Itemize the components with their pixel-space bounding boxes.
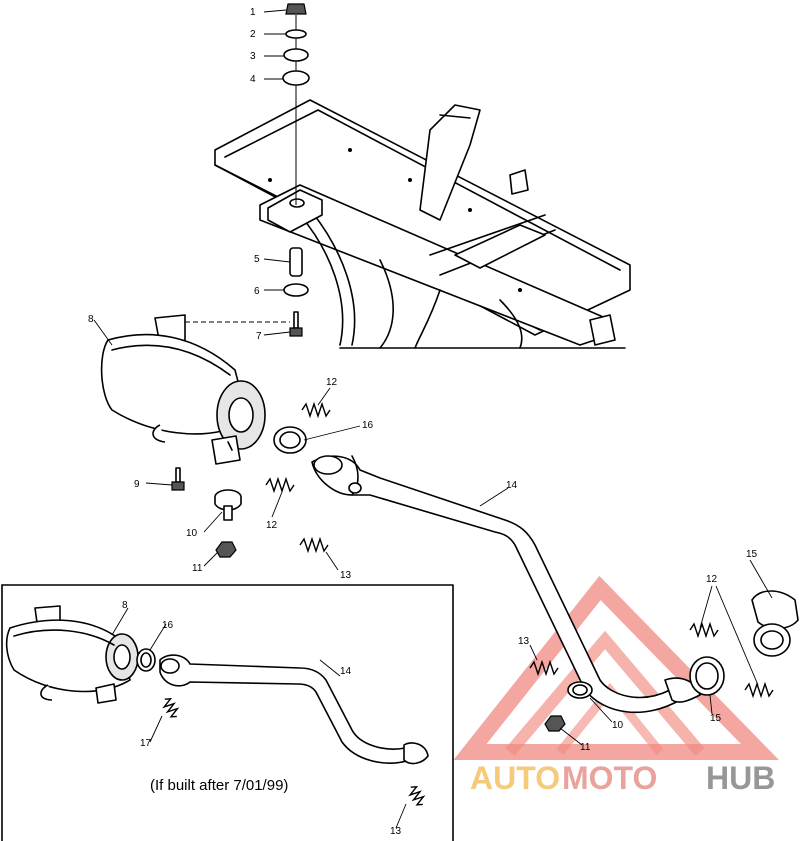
callout-11: 11 xyxy=(192,563,203,574)
callout-2: 2 xyxy=(250,29,256,40)
callout-1: 1 xyxy=(250,7,256,18)
gasket-16-inset xyxy=(136,648,156,672)
nut-11-right xyxy=(544,715,566,732)
atv-frame xyxy=(214,99,631,349)
callout-13a: 13 xyxy=(340,570,352,581)
head-pipe-main xyxy=(311,455,701,714)
callout-12c: 12 xyxy=(706,574,718,585)
callout-4: 4 xyxy=(250,74,256,85)
inset-box xyxy=(1,584,454,841)
callout-labels: 1 2 3 4 5 6 7 8 9 10 11 12 12 12 13 13 1… xyxy=(88,7,758,837)
muffler-inset xyxy=(5,605,139,704)
springs-main xyxy=(265,401,774,699)
clamp-15 xyxy=(689,590,799,696)
callout-13b: 13 xyxy=(518,636,530,647)
inset-callout-14: 14 xyxy=(340,666,352,677)
callout-15a: 15 xyxy=(746,549,758,560)
inset-callout-13: 13 xyxy=(390,826,402,837)
callout-14: 14 xyxy=(506,480,518,491)
watermark-auto: AUTO xyxy=(470,760,560,796)
rubber-mount-10 xyxy=(214,489,242,521)
callout-9: 9 xyxy=(134,479,140,490)
gasket-16 xyxy=(273,426,307,454)
callout-10: 10 xyxy=(186,528,198,539)
callout-12a: 12 xyxy=(326,377,338,388)
callout-10-right: 10 xyxy=(612,720,624,731)
callout-11-right: 11 xyxy=(580,742,591,753)
inset-callout-17: 17 xyxy=(140,738,152,749)
callout-12b: 12 xyxy=(266,520,278,531)
rubber-mount-10-right xyxy=(567,681,593,699)
watermark-hub: HUB xyxy=(706,760,775,796)
watermark-moto: MOTO xyxy=(562,760,657,796)
head-pipe-inset xyxy=(159,654,429,765)
muffler-mount-stack xyxy=(282,3,310,337)
muffler-main xyxy=(100,314,290,465)
callout-6: 6 xyxy=(254,286,260,297)
nut-11 xyxy=(215,541,237,558)
watermark-text: AUTO MOTO HUB xyxy=(470,760,775,796)
inset-callout-16: 16 xyxy=(162,620,174,631)
callout-7: 7 xyxy=(256,331,262,342)
inset-note: (If built after 7/01/99) xyxy=(150,777,288,794)
springs-inset xyxy=(162,697,426,806)
callout-8: 8 xyxy=(88,314,94,325)
callout-16: 16 xyxy=(362,420,374,431)
leader-lines xyxy=(93,9,773,829)
callout-3: 3 xyxy=(250,51,256,62)
callout-5: 5 xyxy=(254,254,260,265)
callout-15b: 15 xyxy=(710,713,722,724)
inset-callout-8: 8 xyxy=(122,600,128,611)
bolt-9 xyxy=(171,467,185,491)
